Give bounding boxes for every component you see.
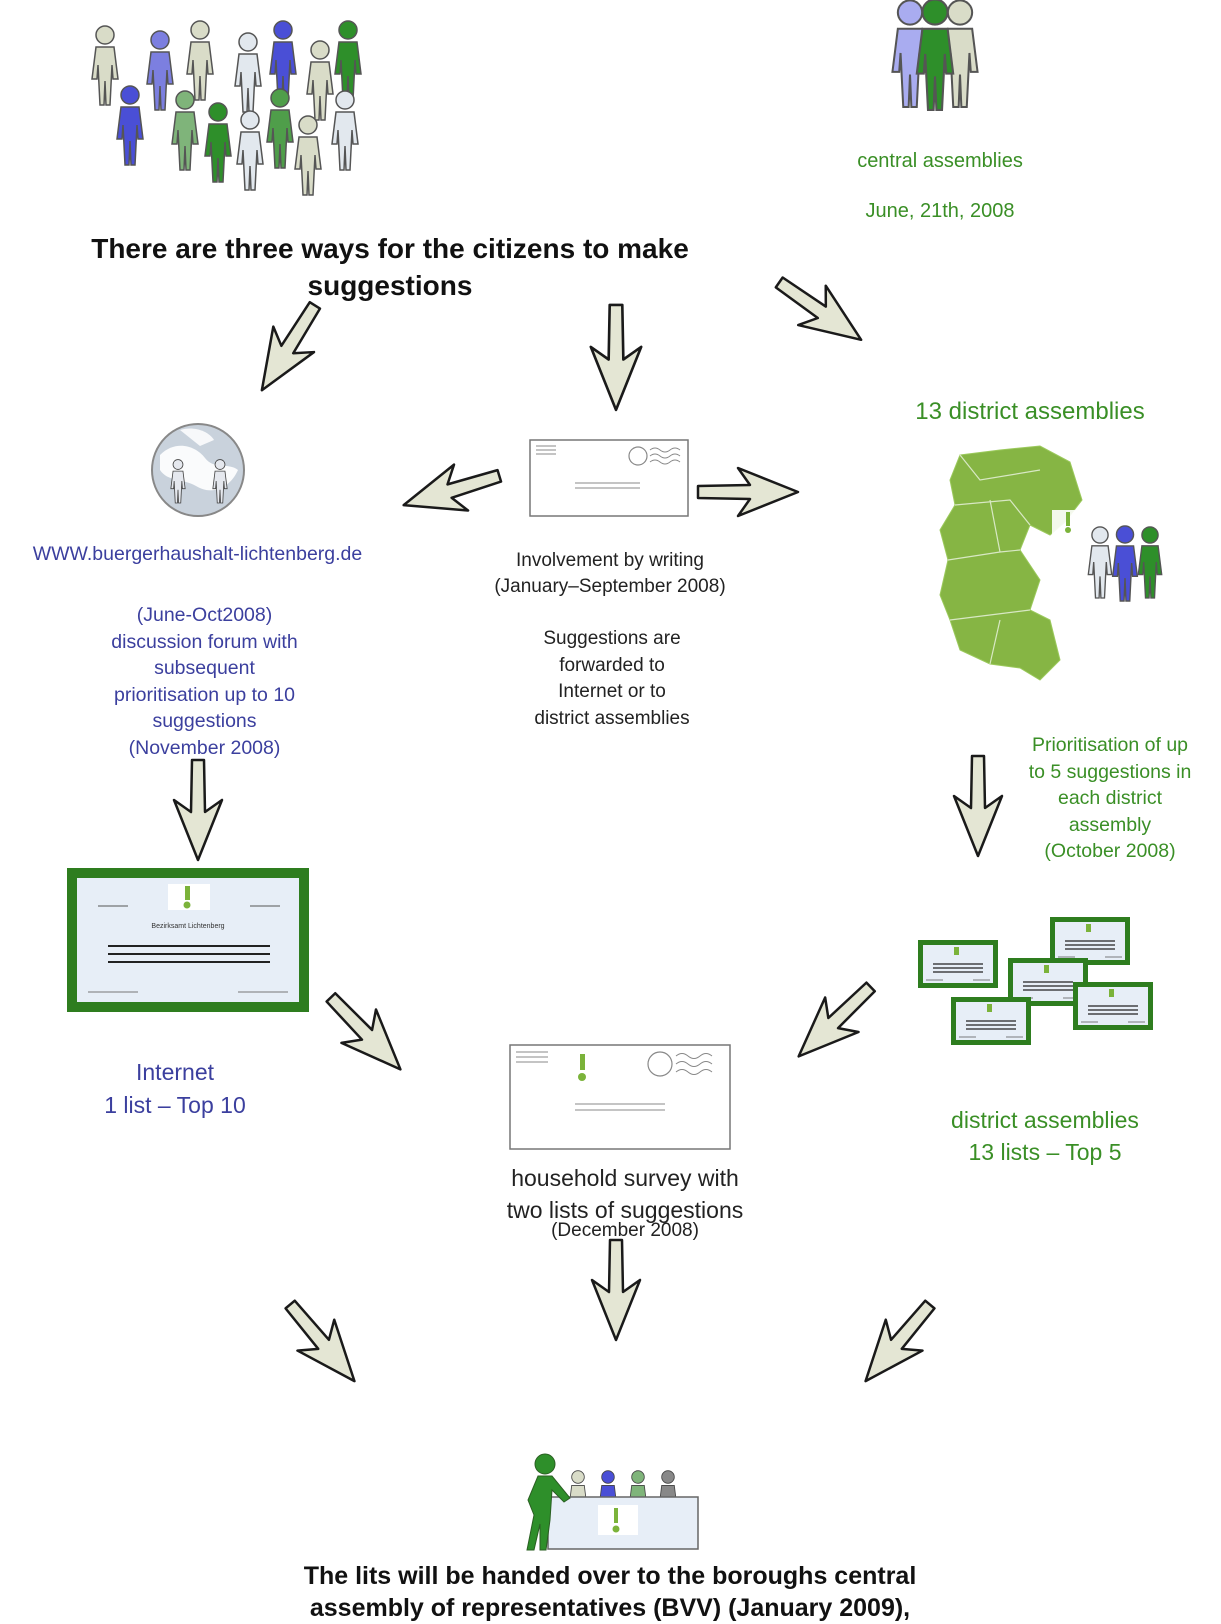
certificate-label: Bezirksamt Lichtenberg (151, 923, 224, 930)
internet-url: WWW.buergerhaushalt-lichtenberg.de (32, 543, 363, 565)
district-map-icon (939, 445, 1163, 681)
central-assemblies: central assemblies June, 21th, 2008 (840, 124, 1040, 224)
central-assemblies-label: central assemblies (857, 150, 1023, 172)
district-result: district assemblies 13 lists – Top 5 (951, 1107, 1139, 1165)
envelope-icon (529, 439, 689, 517)
assembly-table-icon (526, 1453, 699, 1551)
internet-description: (June-Oct2008) discussion forum with sub… (111, 604, 298, 759)
page-title: There are three ways for the citizens to… (91, 233, 689, 301)
central-assemblies-date: June, 21th, 2008 (865, 200, 1015, 222)
certificate-stack-icon (917, 916, 1154, 1046)
survey-label: household survey with two lists of sugge… (506, 1165, 744, 1223)
final-statement: The lits will be handed over to the boro… (303, 1562, 917, 1622)
certificate-icon: Bezirksamt Lichtenberg (67, 868, 309, 1012)
internet-result: Internet 1 list – Top 10 (104, 1059, 246, 1118)
district-prioritisation: Prioritisation of up to 5 suggestions in… (1028, 734, 1192, 862)
writing-label: Involvement by writing (January–Septembe… (494, 550, 726, 597)
survey-date: (December 2008) (551, 1220, 699, 1241)
globe-icon (151, 423, 245, 517)
people-group-icon (891, 0, 979, 112)
survey-envelope-icon (509, 1044, 731, 1150)
writing-note: Suggestions are forwarded to Internet or… (534, 628, 690, 729)
district-heading: 13 district assemblies (915, 398, 1145, 425)
people-crowd-icon (91, 20, 362, 196)
